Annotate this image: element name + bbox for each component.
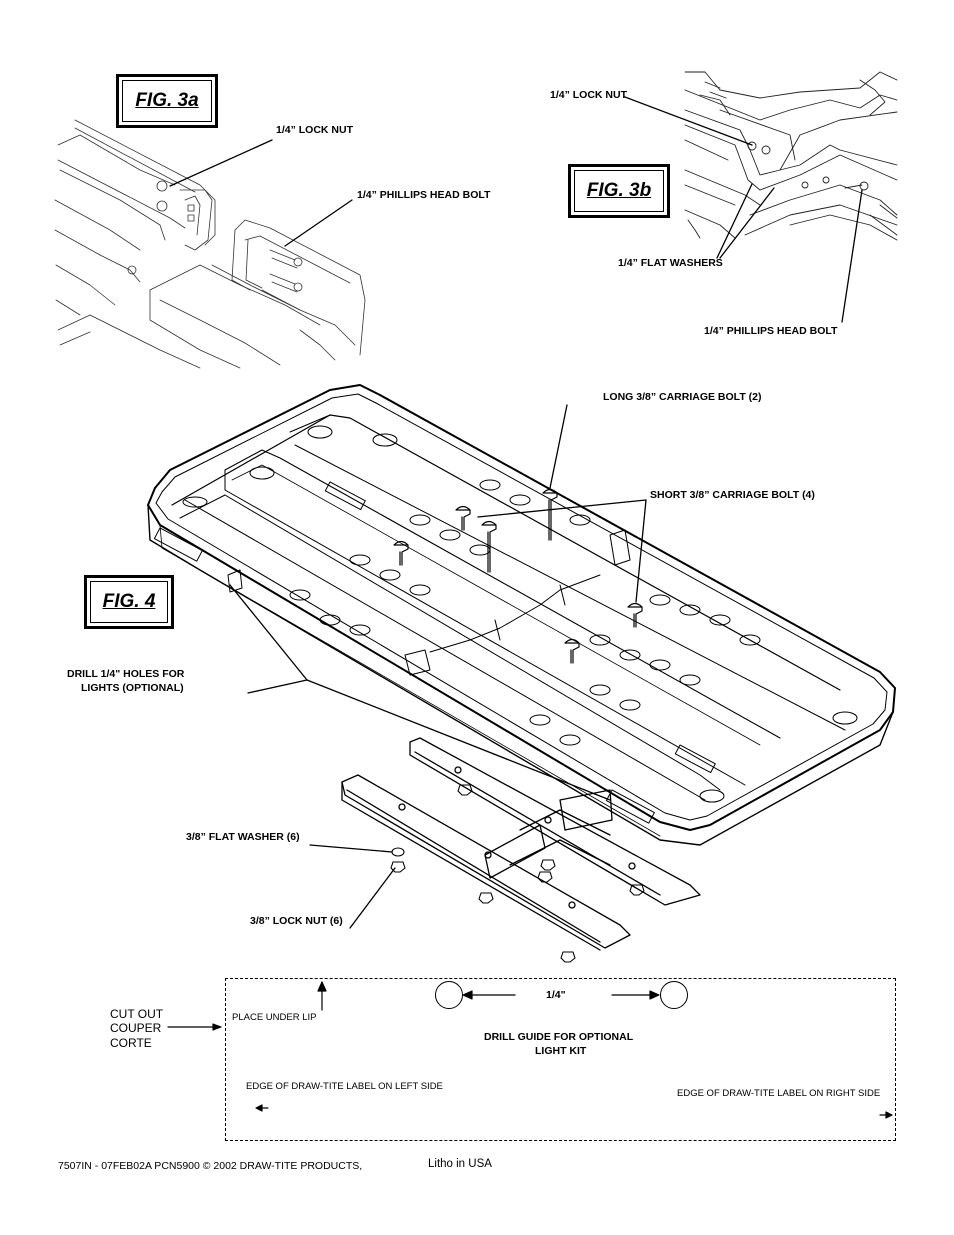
- fig3a-bolt-label: 1/4” PHILLIPS HEAD BOLT: [357, 189, 491, 201]
- fig3a-lock-nut-label: 1/4” LOCK NUT: [276, 124, 354, 136]
- drill-guide-cutout: [225, 978, 896, 1141]
- fig4-title: FIG. 4: [90, 581, 168, 623]
- drill-hole-left: [435, 981, 463, 1009]
- cargo-carrier-drawing: [147, 384, 896, 846]
- fig4-washer-label: 3/8” FLAT WASHER (6): [186, 831, 300, 843]
- place-under-lip-label: PLACE UNDER LIP: [232, 1012, 317, 1023]
- fig3b-bolt-label: 1/4” PHILLIPS HEAD BOLT: [704, 325, 838, 337]
- edge-right-label: EDGE OF DRAW-TITE LABEL ON RIGHT SIDE: [677, 1088, 881, 1099]
- fig3b-title: FIG. 3b: [574, 170, 664, 212]
- fig3b-title-box: FIG. 3b: [568, 164, 670, 218]
- fig3a-drawing: [54, 119, 366, 369]
- drill-hole-right: [660, 981, 688, 1009]
- footer-part-info: 7507IN - 07FEB02A PCN5900 © 2002 DRAW-TI…: [58, 1160, 363, 1172]
- footer-litho: Litho in USA: [428, 1158, 492, 1170]
- drill-guide-arrows: [167, 981, 893, 1119]
- hardware-nuts: [390, 784, 645, 963]
- cutout-label-line3: CORTE: [110, 1036, 152, 1050]
- fig4-drill-label-line2: LIGHTS (OPTIONAL): [81, 682, 184, 694]
- cutout-label-line1: CUT OUT: [110, 1007, 164, 1021]
- carriage-bolts: [393, 488, 643, 664]
- drill-guide-title-line2: LIGHT KIT: [535, 1045, 587, 1057]
- fig3b-washers-label: 1/4” FLAT WASHERS: [618, 257, 723, 269]
- fig4-long-bolt-label: LONG 3/8” CARRIAGE BOLT (2): [603, 391, 762, 403]
- drill-guide-title-line1: DRILL GUIDE FOR OPTIONAL: [484, 1031, 634, 1043]
- cutout-label-line2: COUPER: [110, 1021, 162, 1035]
- fig4-drill-label-line1: DRILL 1/4" HOLES FOR: [67, 668, 185, 680]
- fig3b-drawing: [684, 71, 898, 241]
- hitch-mount-drawing: [341, 737, 701, 951]
- edge-left-label: EDGE OF DRAW-TITE LABEL ON LEFT SIDE: [246, 1081, 443, 1092]
- fig3a-title: FIG. 3a: [122, 80, 212, 122]
- fig4-short-bolt-label: SHORT 3/8” CARRIAGE BOLT (4): [650, 489, 815, 501]
- fig4-title-box: FIG. 4: [84, 575, 174, 629]
- fig4-lock-nut-label: 3/8” LOCK NUT (6): [250, 915, 343, 927]
- fig3a-title-box: FIG. 3a: [116, 74, 218, 128]
- fig3b-lock-nut-label: 1/4” LOCK NUT: [550, 89, 628, 101]
- hole-spacing-label: 1/4": [546, 989, 566, 1001]
